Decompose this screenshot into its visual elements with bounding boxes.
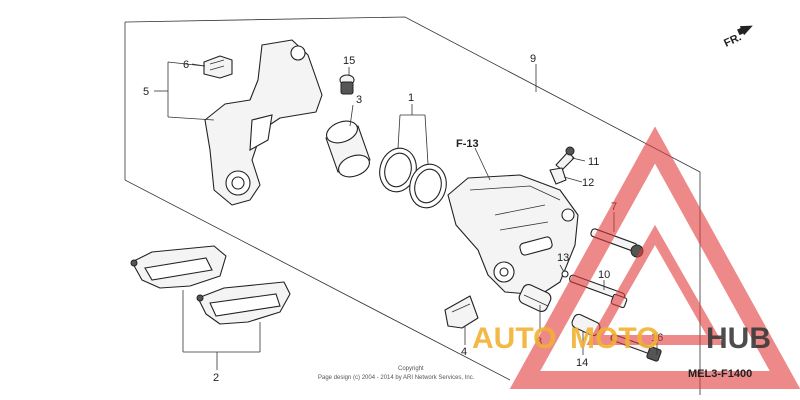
callout-4: 4 [461,346,467,358]
copyright-line-1: Copyright [398,366,424,372]
callout-6: 6 [183,59,189,71]
watermark-hub: HUB [706,322,771,355]
pin-clip [561,270,569,278]
callout-15: 15 [343,55,355,67]
watermark-triangle-outer [509,126,800,389]
watermark-logo [509,126,800,389]
pad-retainer-plate [444,295,479,329]
bleeder-cap [339,74,355,95]
watermark-auto: AUTO [472,322,556,355]
callout-9: 9 [530,53,536,65]
front-direction-arrow [737,25,753,36]
piston-seal-set [379,147,447,209]
watermark-triangle-inner [586,224,724,345]
brake-pad-lower [196,281,291,325]
caliper-bracket [204,39,323,206]
callout-1: 1 [408,92,414,104]
callout-5: 5 [143,86,149,98]
bleed-valve-cap [549,167,567,185]
callout-13: 13 [557,252,569,264]
assembly-boundary [124,16,701,395]
callout-14: 14 [576,357,588,369]
pin-boot-large [518,284,552,312]
section-reference: F-13 [456,138,479,150]
caliper-piston [325,120,371,178]
callout-11: 11 [588,156,599,168]
callout-2: 2 [213,372,219,384]
callout-3: 3 [356,94,362,106]
drawing-code: MEL3-F1400 [688,368,752,380]
caliper-body [447,174,579,296]
copyright-line-2: Page design (c) 2004 - 2014 by ARI Netwo… [318,375,475,381]
callout-12: 12 [582,177,594,189]
bleed-valve [555,146,575,171]
brake-pad-upper [130,245,227,289]
callout-10: 10 [598,269,610,281]
assembly-boundary-diag [124,179,511,381]
pad-spring-clip [203,55,233,79]
watermark-moto: MOTO [570,322,659,355]
